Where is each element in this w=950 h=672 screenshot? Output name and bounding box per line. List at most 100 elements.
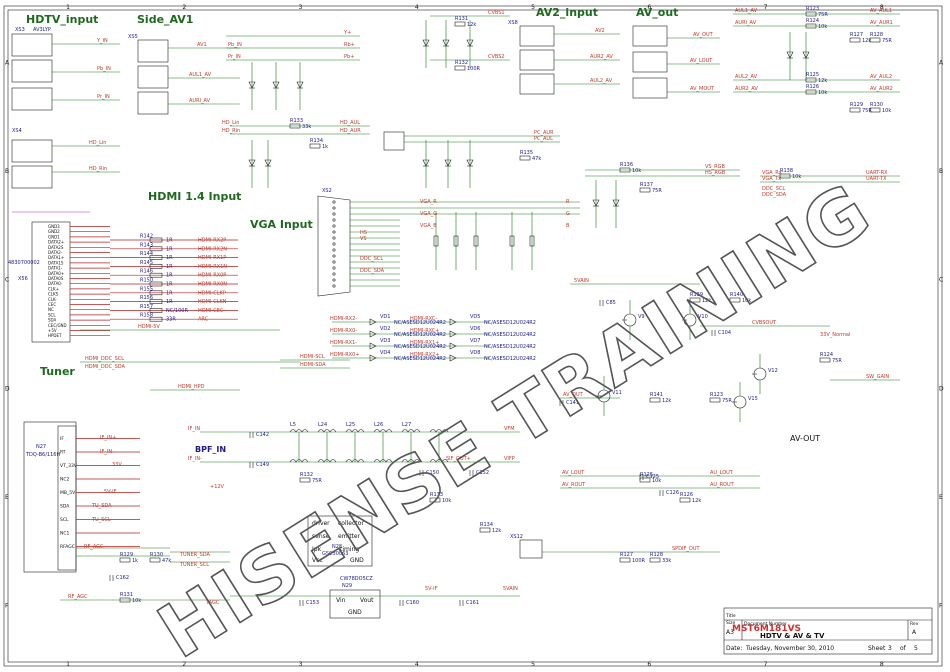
border-row-label: D — [5, 385, 10, 392]
resistor-icon — [429, 497, 441, 503]
net-vga-g: VGA_G — [420, 211, 437, 217]
capacitor-ref: C125 — [646, 474, 659, 480]
net-33v-normal: 33V_Normal — [820, 332, 850, 338]
capacitor-ref: C126 — [666, 490, 679, 496]
resistor-icon — [679, 497, 691, 503]
n29-pin-vout: Vout — [360, 597, 374, 604]
resistor-ref: R131 — [455, 16, 468, 22]
net-vifp: VIFP — [504, 456, 515, 462]
border-col-label: 8 — [880, 661, 884, 668]
border-row-label: B — [939, 168, 943, 175]
resistor-icon — [779, 173, 791, 179]
hdmi-res-value: 1R — [166, 273, 173, 279]
vga-pin-dot — [332, 266, 336, 270]
resistor-value: 1k — [132, 558, 138, 564]
tvs-diode-icon — [592, 199, 600, 207]
hdmi-res-ref: R156 — [140, 295, 153, 301]
net-vga-b: VGA_B — [420, 223, 437, 229]
n28-pin-gnd: GND — [350, 557, 364, 564]
tuner-net-label: RF_AGC — [84, 544, 104, 550]
hdmi-pin-label: DATA0- — [48, 281, 63, 286]
net-aur2-av: AUR2_AV — [590, 54, 613, 60]
hdmi-esd-net: HDMI-RXC- — [410, 316, 437, 322]
esd-part: NC/ASESD12U024R2 — [394, 332, 446, 338]
hdmi-esd-array: HDMI-RX2-HDMI-RX0-HDMI-RX1-HDMI-RX0+HDMI… — [330, 314, 536, 362]
vga-pin-dot — [332, 278, 336, 282]
hdmi-net-label: HDMI-RX1N — [198, 264, 227, 270]
xs12-ref: XS12 — [510, 534, 523, 540]
hdmi-pin-label: CLK- — [48, 297, 57, 302]
vga-pin-dot — [332, 224, 336, 228]
hdmi-esd-net: HDMI-RX0- — [330, 328, 357, 334]
resistor-value: 12k — [467, 22, 476, 28]
border-col-label: 7 — [764, 4, 768, 11]
tuner-pin-label: NC2 — [60, 477, 70, 483]
hdmi-esd-net: HDMI-RX1+ — [410, 340, 439, 346]
resistor-icon — [433, 235, 439, 247]
tuner-net-label: IF_IN+ — [100, 435, 116, 441]
pc-audio-jack — [383, 131, 405, 151]
capacitor-ref: C142 — [256, 432, 269, 438]
net-hdmi-hpd: HDMI_HPD — [178, 384, 205, 390]
hdmi-connector — [31, 221, 71, 343]
tvs-diode-icon — [612, 199, 620, 207]
net-ddc-scl: DDC_SCL — [762, 186, 785, 192]
hdmi-res-value: 1R — [166, 282, 173, 288]
net-spdif-out: SPDIF_OUT — [672, 546, 700, 552]
title-block: Title MST6M181VS Size A3 Document Number… — [723, 607, 933, 655]
hdmi-pin-label: CLKS — [48, 292, 59, 297]
net-av1: AV1 — [197, 42, 207, 48]
xs3-ref: XS3 — [15, 27, 25, 33]
border-row-label: F — [5, 603, 9, 610]
esd-ref: VD2 — [380, 326, 390, 332]
net-pc-aul: PC_AUL — [534, 136, 553, 142]
tvs-diode-icon — [272, 81, 280, 89]
resistor-ref: R132 — [300, 472, 313, 478]
section-title-av-out-bottom: AV-OUT — [790, 434, 820, 443]
resistor-value: 12k — [862, 38, 871, 44]
hdmi-res-ref: R158 — [140, 313, 153, 319]
inductor-ref: L26 — [374, 422, 383, 428]
resistor-icon — [805, 23, 817, 29]
hdmi-pin-label: GND1 — [48, 234, 60, 239]
border-col-label: 1 — [66, 4, 70, 11]
doc-value: HDTV & AV & TV — [760, 632, 825, 640]
resistor-ref: R139 — [690, 292, 703, 298]
border-col-label: 5 — [531, 4, 535, 11]
xs4-ref: XS4 — [12, 128, 22, 134]
tuner-pin-label: RFAGC — [60, 544, 75, 550]
av2-jack-video — [519, 25, 555, 47]
inductor-icon — [373, 429, 393, 433]
sheet-label: Sheet — [868, 645, 886, 652]
border-col-label: 8 — [880, 4, 884, 11]
net-cvbs1: CVBS1 — [488, 10, 505, 16]
resistor-ref: R129 — [120, 552, 133, 558]
border-row-label: D — [939, 385, 944, 392]
resistor-value: 12k — [492, 528, 501, 534]
net-av-aul1: AV_AUL1 — [870, 8, 892, 14]
resistor-icon — [453, 235, 459, 247]
resistor-icon — [849, 107, 861, 113]
tuner-net-label: 33V — [112, 462, 122, 468]
net-hd-rin: HD_Rin — [89, 166, 107, 172]
resistor-value: 75R — [722, 398, 732, 404]
border-row-label: A — [939, 59, 944, 66]
net-tuner-scl: TUNER_SCL — [179, 562, 209, 568]
video-amp-block: 5VAIN CVBSOUT 33V_Normal SW_GAIN AV_OUT … — [560, 278, 900, 422]
net-hdmi-ddc-sda: HDMI_DDC_SDA — [85, 364, 126, 370]
esd-ref: VD6 — [470, 326, 480, 332]
capacitor-ref: C160 — [406, 600, 419, 606]
capacitor-ref: C85 — [606, 300, 616, 306]
tvs-diode-icon — [248, 159, 256, 167]
resistor-value: 12k — [692, 498, 701, 504]
esd-part: NC/ASESD12U024R2 — [394, 344, 446, 350]
rca-jack-y — [11, 33, 53, 57]
resistor-icon — [805, 11, 817, 17]
resistor-value: 10k — [792, 174, 801, 180]
x56-ref: X56 — [18, 276, 28, 282]
net-tuner-sda: TUNER_SDA — [179, 552, 211, 558]
